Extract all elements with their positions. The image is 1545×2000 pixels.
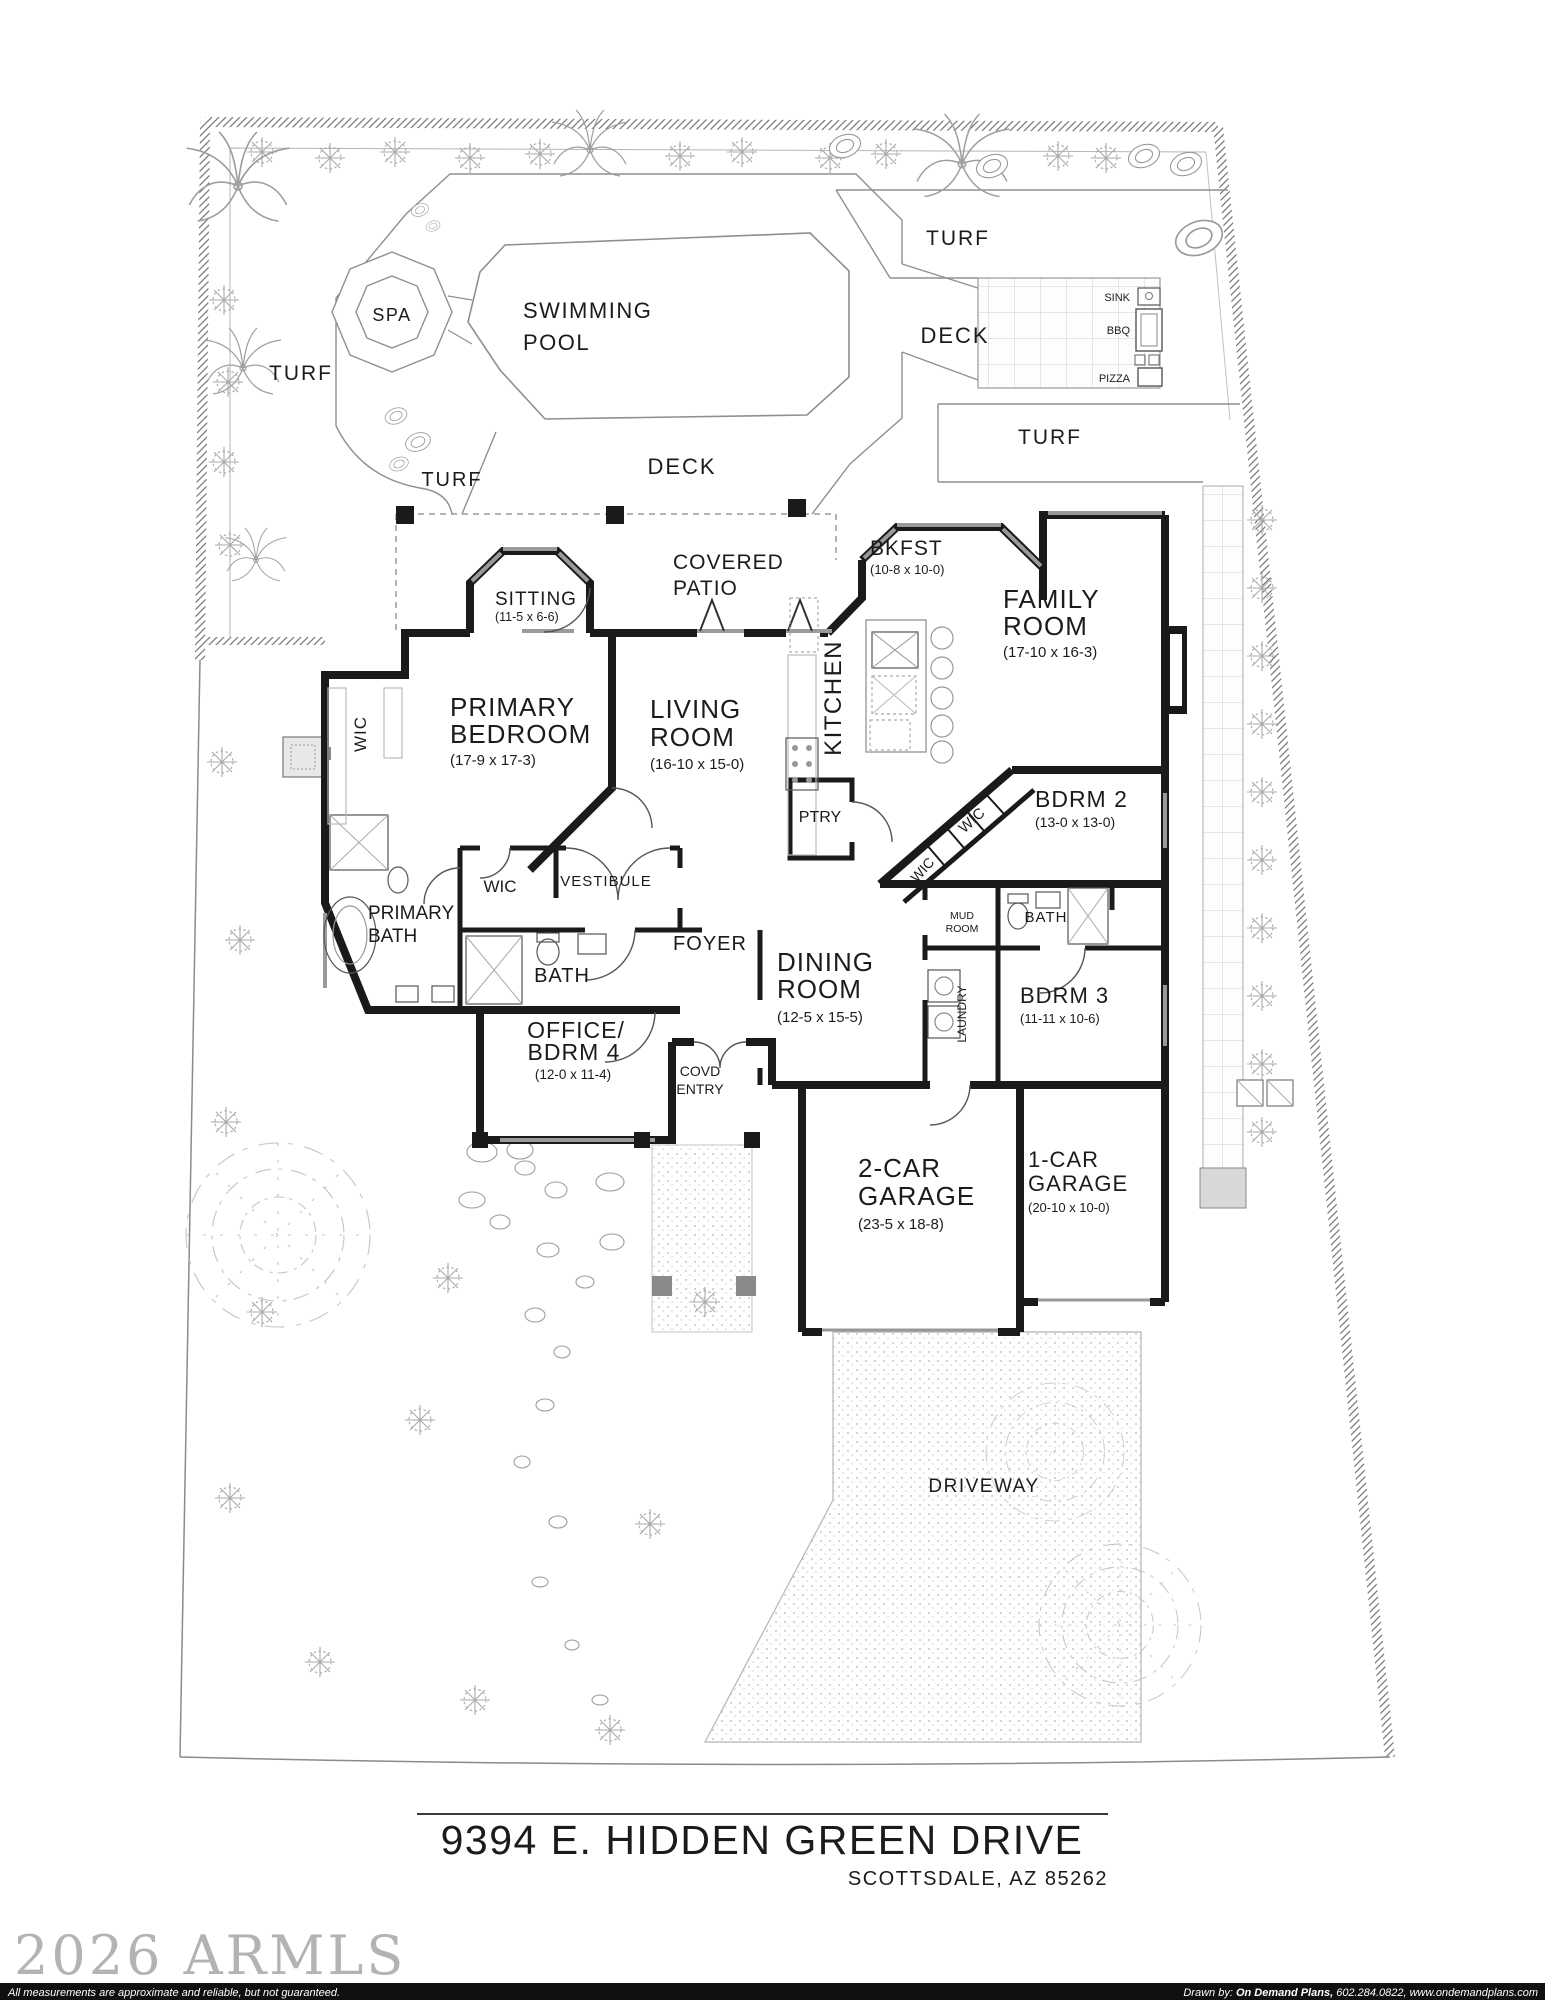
covd-entry-label-2: ENTRY [676,1081,724,1097]
deck-label-bbq: DECK [920,323,989,348]
turf-label-pool: TURF [421,469,482,491]
front-walkway [651,1144,753,1333]
spa-shape [355,275,429,349]
bkfst-label: BKFST [870,537,943,560]
dining-dims: (12-5 x 15-5) [777,1009,863,1026]
living-label-2: ROOM [650,722,735,752]
garage1-label-2: GARAGE [1028,1171,1128,1196]
family-label-2: ROOM [1003,611,1088,641]
swimming-pool-shape [467,232,850,420]
primary-bedroom-label-1: PRIMARY [450,692,575,722]
footer-disclaimer: All measurements are approximate and rel… [7,1987,340,1999]
footer-drawn-by: Drawn by: [1183,1987,1236,1999]
office-dims: (12-0 x 11-4) [535,1067,611,1082]
fireplace [1165,626,1187,714]
patio-slider-marks [699,597,813,632]
side-walkway [1202,485,1244,1169]
footer-credit: Drawn by: On Demand Plans, 602.284.0822,… [1183,1987,1538,1999]
turf-label-left: TURF [269,362,333,385]
garage2-label-1: 2-CAR [858,1153,941,1183]
spa-label: SPA [372,305,411,325]
labels: TURF TURF TURF TURF DECK DECK SPA SWIMMI… [269,227,1131,1497]
door-arcs [423,587,1086,1126]
office-label-2: BDRM 4 [528,1039,621,1065]
deck-label-pool: DECK [647,454,716,479]
equipment-pad [282,736,324,778]
driveway-label: DRIVEWAY [928,1476,1039,1497]
foyer-label: FOYER [673,933,747,955]
covd-entry-label-1: COVD [680,1063,720,1079]
armls-watermark: 2026 ARMLS [14,1924,406,1987]
living-label-1: LIVING [650,694,741,724]
mud-room-label-2: ROOM [946,923,979,935]
bkfst-dims: (10-8 x 10-0) [870,562,944,577]
garage2-label-2: GARAGE [858,1181,975,1211]
sitting-dims: (11-5 x 6-6) [495,610,559,624]
bbq-label: BBQ [1107,325,1131,337]
garage1-dims: (20-10 x 10-0) [1028,1200,1110,1215]
garage-doors [822,1298,1150,1332]
landscaping [185,109,1294,1746]
bath-center-label: BATH [534,965,590,987]
kitchen-label: KITCHEN [820,640,847,756]
gate-posts [652,1276,756,1296]
bdrm3-dims: (11-11 x 10-6) [1020,1011,1100,1026]
family-label-1: FAMILY [1003,584,1100,614]
bdrm2-label: BDRM 2 [1035,786,1128,812]
turf-label-right: TURF [1018,426,1082,449]
sitting-label: SITTING [495,589,577,610]
address-line2: SCOTTSDALE, AZ 85262 [848,1868,1108,1890]
covered-patio-label-1: COVERED [673,551,784,574]
wic-primary-label: WIC [351,716,370,752]
gate [1199,1167,1247,1209]
primary-bedroom-dims: (17-9 x 17-3) [450,752,536,769]
pool-label-2: POOL [523,330,590,355]
driveway-surface [704,1331,1142,1743]
office-label-1: OFFICE/ [527,1017,625,1043]
bbq-deck [977,277,1161,389]
covered-patio-label-2: PATIO [673,577,738,600]
posts [396,499,806,1148]
dining-label-1: DINING [777,947,874,977]
address-line1: 9394 E. HIDDEN GREEN DRIVE [441,1817,1084,1863]
dining-label-2: ROOM [777,974,862,1004]
footer: 9394 E. HIDDEN GREEN DRIVE SCOTTSDALE, A… [0,1813,1545,2000]
laundry-label: LAUNDRY [955,985,969,1042]
pool-label-1: SWIMMING [523,298,652,323]
ptry-label: PTRY [799,809,842,826]
fixtures [323,597,1109,1039]
wic-center-label: WIC [483,877,516,896]
turf-label-topright: TURF [926,227,990,250]
windows [323,511,1167,1142]
living-dims: (16-10 x 15-0) [650,756,744,773]
primary-bath-label-1: PRIMARY [368,903,455,924]
bdrm2-dims: (13-0 x 13-0) [1035,814,1115,830]
garage1-label-1: 1-CAR [1028,1147,1099,1172]
bdrm3-label: BDRM 3 [1020,983,1109,1008]
vestibule-label: VESTIBULE [560,873,652,890]
mud-room-label-1: MUD [950,910,974,922]
footer-bar [0,1983,1545,2000]
footer-company: On Demand Plans, [1236,1987,1333,1999]
garage2-dims: (23-5 x 18-8) [858,1216,944,1233]
sink-label: SINK [1104,292,1130,304]
family-dims: (17-10 x 16-3) [1003,644,1097,661]
pizza-label: PIZZA [1099,373,1131,385]
primary-bedroom-label-2: BEDROOM [450,719,591,749]
bath-right-label: BATH [1025,909,1068,926]
primary-bath-label-2: BATH [368,926,417,947]
footer-contact: 602.284.0822, www.ondemandplans.com [1333,1987,1538,1999]
